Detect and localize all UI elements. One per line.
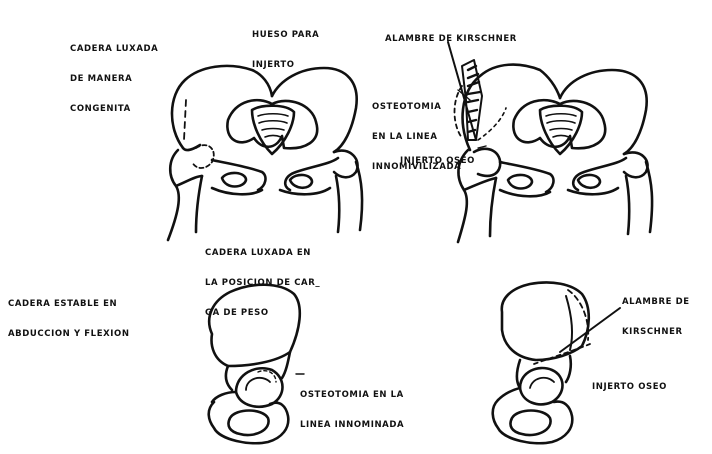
label-line: ALAMBRE DE: [622, 297, 690, 307]
label-line: INJERTO OSEO: [400, 156, 475, 166]
pelvis-corrected-right: [448, 42, 652, 242]
label-line: GA DE PESO: [205, 308, 320, 318]
label-line: DE MANERA: [70, 74, 158, 84]
label-cadera-luxada-peso: CADERA LUXADA EN LA POSICION DE CAR_ GA …: [205, 228, 320, 328]
pelvis-dislocated-left: [168, 66, 362, 240]
label-line: LINEA INNOMINADA: [300, 420, 404, 430]
label-line: LA POSICION DE CAR_: [205, 278, 320, 288]
label-line: OSTEOTOMIA: [372, 102, 461, 112]
label-injerto-oseo-top: INJERTO OSEO: [400, 136, 475, 176]
label-line: CONGENITA: [70, 104, 158, 114]
label-alambre-kirschner-top: ALAMBRE DE KIRSCHNER: [385, 14, 517, 54]
label-line: KIRSCHNER: [622, 327, 690, 337]
label-cadera-estable: CADERA ESTABLE EN ABDUCCION Y FLEXION: [8, 279, 130, 349]
label-line: CADERA LUXADA: [70, 44, 158, 54]
label-line: OSTEOTOMIA EN LA: [300, 390, 404, 400]
label-line: ABDUCCION Y FLEXION: [8, 329, 130, 339]
label-cadera-luxada-congenita: CADERA LUXADA DE MANERA CONGENITA: [70, 24, 158, 124]
label-line: INJERTO: [252, 60, 319, 70]
label-line: ALAMBRE DE KIRSCHNER: [385, 34, 517, 44]
label-line: INJERTO OSEO: [592, 382, 667, 392]
label-line: CADERA ESTABLE EN: [8, 299, 130, 309]
label-line: HUESO PARA: [252, 30, 319, 40]
label-injerto-oseo-bottom: INJERTO OSEO: [592, 362, 667, 402]
label-alambre-kirschner-bottom: ALAMBRE DE KIRSCHNER: [622, 277, 690, 347]
label-line: CADERA LUXADA EN: [205, 248, 320, 258]
label-osteotomia-bottom: OSTEOTOMIA EN LA LINEA INNOMINADA: [300, 370, 404, 440]
label-hueso-injerto: HUESO PARA INJERTO: [252, 10, 319, 80]
